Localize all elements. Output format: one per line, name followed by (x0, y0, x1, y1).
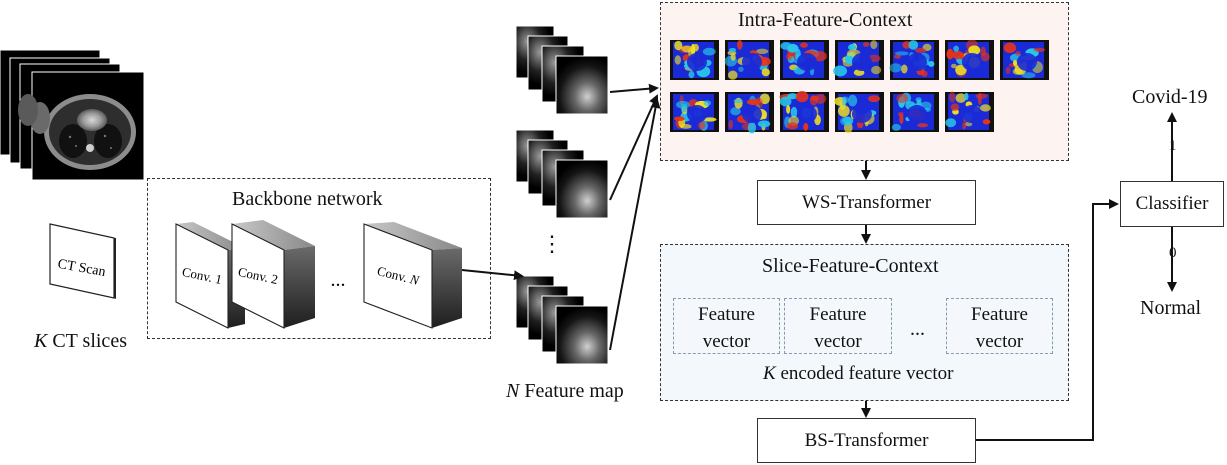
feature-map-ellipsis: ⋮ (541, 231, 563, 256)
bs-transformer-block: BS-Transformer (757, 418, 976, 463)
k-ct-slices-label: K CT slices (34, 330, 127, 352)
feature-map-stack-3 (515, 275, 609, 365)
heatmap-tile (833, 40, 884, 80)
heatmap-tile (945, 91, 994, 132)
conv-layers: Conv. 1 Conv. 2 ... Conv. N (175, 220, 462, 329)
heatmap-tile (889, 40, 939, 80)
heatmap-tile (834, 92, 884, 134)
covid-19-output-label: Covid-19 (1132, 86, 1208, 108)
output-value-1: 1 (1167, 138, 1179, 155)
heatmap-tile (670, 40, 719, 80)
conv-2-block: Conv. 2 (231, 220, 315, 329)
feature-vector-ellipsis: ... (910, 318, 925, 340)
k-encoded-feature-vector-caption: K encoded feature vector (763, 363, 954, 384)
heatmap-tile (945, 40, 994, 80)
backbone-network-box (147, 178, 491, 339)
ws-transformer-block: WS-Transformer (757, 180, 976, 225)
n-feature-map-label: N Feature map (506, 380, 624, 402)
slice-feature-context-title: Slice-Feature-Context (762, 255, 939, 277)
feature-map-stack-2 (515, 129, 609, 219)
backbone-network-title: Backbone network (232, 188, 383, 210)
heatmap-tile (780, 40, 829, 80)
classifier-block: Classifier (1120, 181, 1224, 227)
heatmap-tile (779, 90, 829, 132)
intra-feature-context-title: Intra-Feature-Context (738, 9, 913, 31)
ct-slices-stack (0, 49, 145, 180)
heatmap-tile (724, 40, 774, 80)
conv-n-block: Conv. N (363, 222, 462, 329)
output-value-0: 0 (1167, 245, 1179, 262)
heatmap-tile (670, 92, 719, 132)
feature-map-stack-1 (515, 25, 609, 115)
attention-heatmaps (670, 40, 1049, 134)
ct-scan-card: CT Scan (49, 223, 116, 299)
conv-ellipsis: ... (331, 269, 346, 291)
intra-feature-context-box (660, 2, 1069, 161)
feature-map-stacks (515, 25, 609, 365)
normal-output-label: Normal (1140, 297, 1202, 319)
heatmap-tile (890, 92, 939, 132)
heatmap-tile (725, 92, 774, 134)
heatmap-tile (1000, 40, 1049, 80)
